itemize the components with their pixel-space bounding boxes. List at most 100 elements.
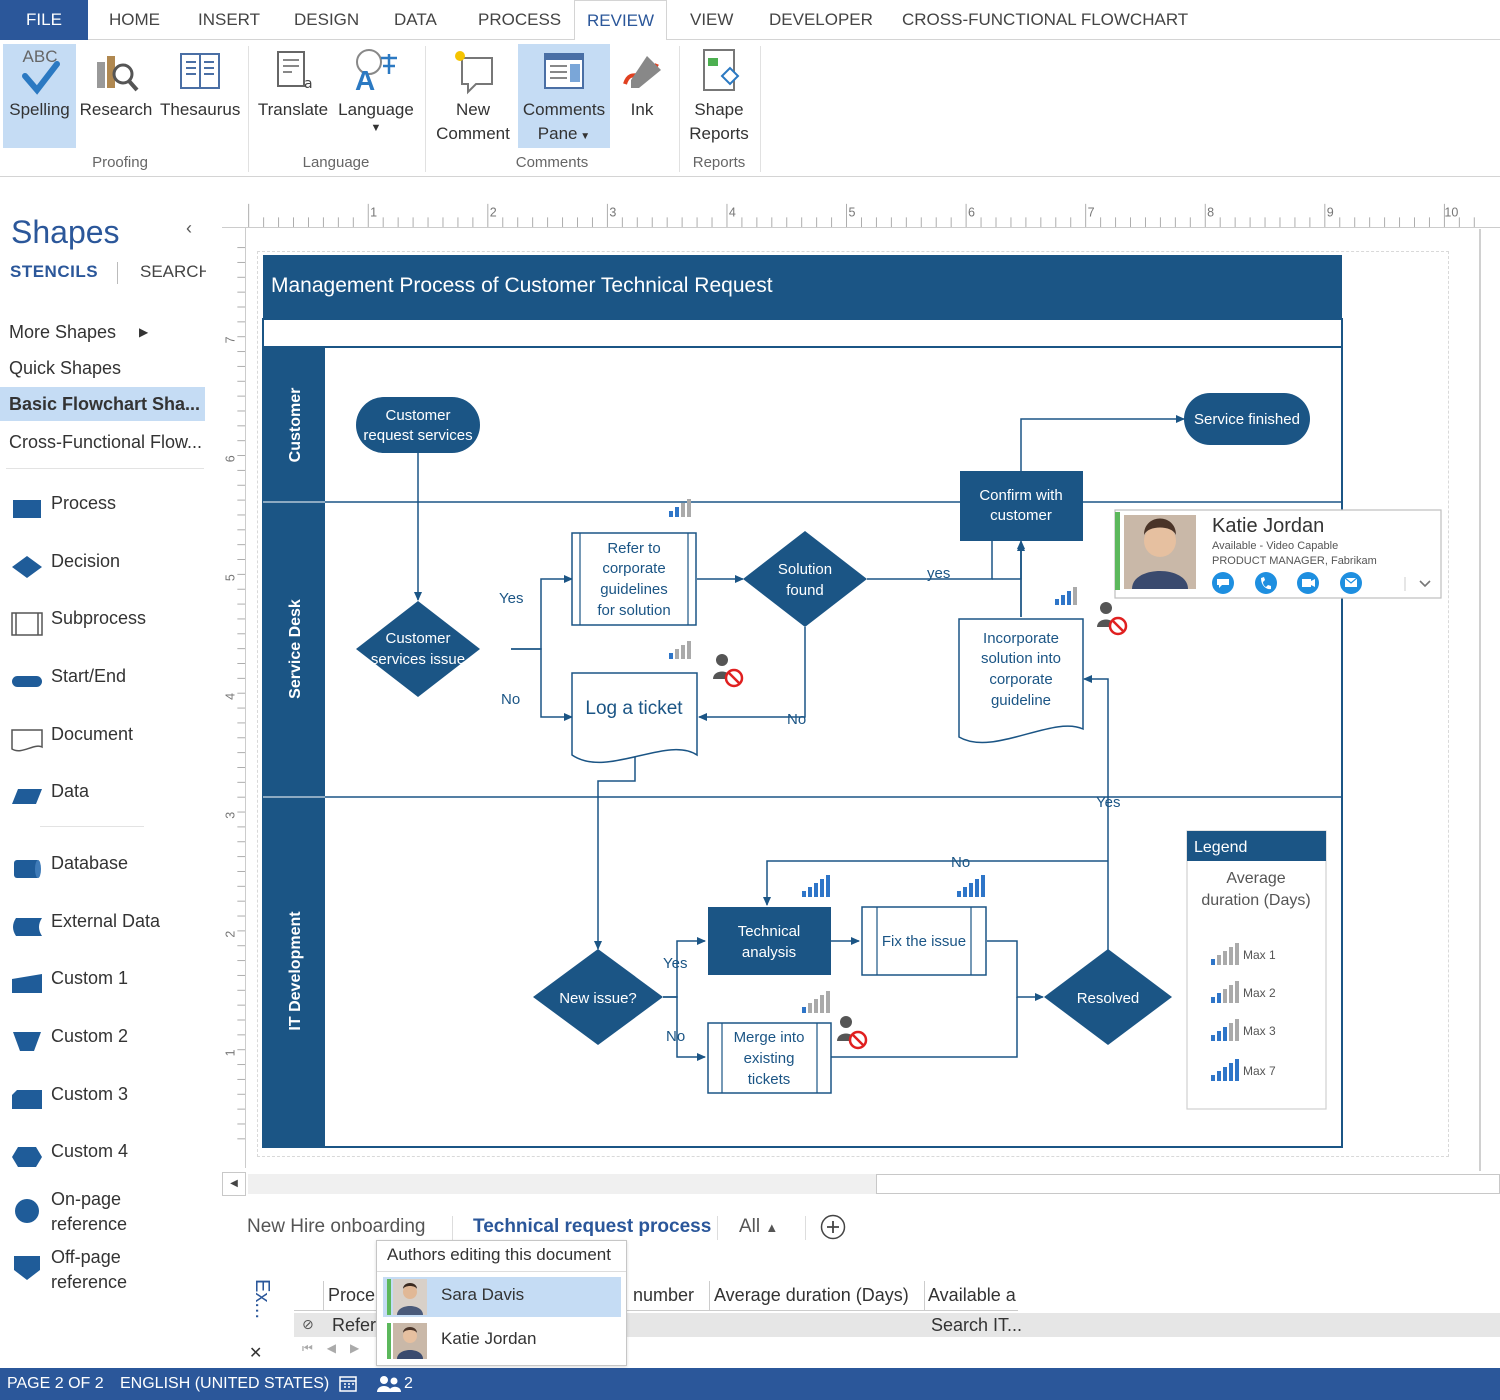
shape-start-end[interactable]: Start/End: [10, 663, 210, 703]
record-navigation-icons[interactable]: ⏮◀▶: [302, 1341, 374, 1355]
video-icon[interactable]: [1297, 572, 1319, 594]
svg-text:Fix the issue: Fix the issue: [882, 933, 966, 950]
co-authors-icon[interactable]: [376, 1374, 402, 1394]
co-authors-count[interactable]: 2: [404, 1375, 413, 1392]
node-fix-the-issue[interactable]: Fix the issue: [861, 906, 987, 976]
spelling-button[interactable]: ABC Spelling: [3, 44, 76, 148]
node-new-issue[interactable]: New issue?: [533, 949, 663, 1045]
call-icon[interactable]: [1255, 572, 1277, 594]
new-comment-button[interactable]: New Comment: [431, 44, 515, 146]
shape-subprocess[interactable]: Subprocess: [10, 605, 210, 645]
swimlane-pool[interactable]: [262, 346, 1343, 1148]
label-no: No: [951, 854, 970, 871]
shape-on-page-reference[interactable]: On-page reference: [10, 1186, 210, 1240]
shape-data[interactable]: Data: [10, 778, 210, 818]
ruler-label: 7: [1088, 205, 1095, 219]
email-icon[interactable]: [1340, 572, 1362, 594]
close-icon[interactable]: ✕: [249, 1345, 263, 1362]
sheet-tab-new-hire-onboarding[interactable]: New Hire onboarding: [247, 1216, 426, 1237]
ruler-label: 5: [848, 205, 855, 219]
macro-record-icon[interactable]: [338, 1374, 358, 1394]
node-log-a-ticket[interactable]: Log a ticket: [571, 672, 698, 764]
ribbon-tab-bar: FILE HOME INSERT DESIGN DATA PROCESS REV…: [0, 0, 1500, 41]
basic-flowchart-stencil[interactable]: Basic Flowchart Sha...: [0, 387, 205, 421]
add-page-icon[interactable]: [820, 1214, 846, 1240]
shape-document[interactable]: Document: [10, 721, 210, 761]
shape-custom-1[interactable]: Custom 1: [10, 965, 210, 1005]
scroll-thumb[interactable]: [876, 1174, 1500, 1194]
node-customer-request-services[interactable]: Customer request services: [356, 397, 480, 453]
column-header[interactable]: Average duration (Days): [714, 1285, 909, 1305]
author-katie-jordan[interactable]: Katie Jordan: [383, 1321, 621, 1361]
legend-title: Legend: [1194, 839, 1247, 856]
drawing-canvas[interactable]: Management Process of Customer Technical…: [247, 229, 1479, 1169]
tab-process[interactable]: PROCESS: [478, 10, 562, 29]
node-merge-tickets[interactable]: Merge into existing tickets: [707, 1022, 832, 1094]
shape-decision[interactable]: Decision: [10, 548, 210, 588]
tab-view[interactable]: VIEW: [690, 10, 734, 29]
im-icon[interactable]: [1212, 572, 1234, 594]
shape-reports-button[interactable]: Shape Reports: [684, 44, 754, 146]
column-header[interactable]: Available a: [928, 1285, 1016, 1305]
node-technical-analysis[interactable]: Technical analysis: [708, 907, 831, 975]
translate-icon: a: [277, 51, 313, 92]
language-indicator[interactable]: ENGLISH (UNITED STATES): [120, 1375, 330, 1392]
author-sara-davis[interactable]: Sara Davis: [383, 1277, 621, 1317]
quick-shapes-item[interactable]: Quick Shapes: [9, 358, 122, 378]
node-refer-to-guidelines[interactable]: Refer to corporate guidelines for soluti…: [571, 532, 697, 626]
shape-custom-2[interactable]: Custom 2: [10, 1023, 210, 1063]
shape-custom-4[interactable]: Custom 4: [10, 1138, 210, 1178]
page-indicator[interactable]: PAGE 2 OF 2: [7, 1375, 104, 1392]
scroll-track[interactable]: [248, 1174, 876, 1194]
svg-text:guidelines: guidelines: [600, 581, 668, 598]
shape-off-page-reference[interactable]: Off-page reference: [10, 1244, 210, 1298]
tab-cross-functional-flowchart[interactable]: CROSS-FUNCTIONAL FLOWCHART: [902, 10, 1189, 29]
node-confirm-with-customer[interactable]: Confirm with customer: [960, 471, 1083, 541]
language-button[interactable]: A Language ▼: [334, 44, 418, 134]
avatar: [387, 1279, 427, 1315]
svg-text:guideline: guideline: [991, 692, 1051, 709]
thesaurus-button[interactable]: Thesaurus: [160, 44, 240, 122]
chevron-down-icon[interactable]: [1419, 580, 1431, 588]
tab-data[interactable]: DATA: [394, 10, 437, 29]
tab-search[interactable]: SEARCH: [140, 262, 206, 281]
sheet-tab-technical-request-process[interactable]: Technical request process: [473, 1216, 712, 1237]
shape-custom-3[interactable]: Custom 3: [10, 1081, 210, 1121]
comments-pane-button[interactable]: Comments Pane ▼: [518, 44, 610, 148]
shape-database[interactable]: Database: [10, 850, 210, 890]
translate-button[interactable]: a Translate: [254, 44, 332, 122]
shape-process[interactable]: Process: [10, 490, 210, 530]
vertical-scrollbar[interactable]: [1479, 229, 1481, 1171]
tab-developer[interactable]: DEVELOPER: [769, 10, 873, 29]
shape-external-data[interactable]: External Data: [10, 908, 210, 948]
legend[interactable]: Legend Average duration (Days) Max 1 Max…: [1186, 830, 1327, 1110]
tab-stencils[interactable]: STENCILS: [10, 262, 99, 281]
svg-text:A: A: [355, 65, 375, 96]
node-customer-services-issue[interactable]: Customer services issue: [356, 601, 480, 697]
more-shapes-item[interactable]: More Shapes▶: [0, 315, 205, 349]
horizontal-scrollbar[interactable]: ◀: [222, 1172, 1500, 1198]
sheet-tab-all[interactable]: All ▲: [739, 1216, 779, 1237]
avatar: [1124, 515, 1196, 589]
tab-review[interactable]: REVIEW: [574, 0, 668, 41]
scroll-left-icon[interactable]: ◀: [222, 1172, 246, 1196]
node-resolved[interactable]: Resolved: [1044, 949, 1172, 1045]
person-unavailable-icon: [713, 654, 744, 688]
collapse-pane-icon[interactable]: ‹: [186, 218, 192, 238]
spelling-check-icon: ABC: [21, 47, 60, 95]
node-service-finished[interactable]: Service finished: [1184, 393, 1310, 445]
column-header[interactable]: Proce: [328, 1285, 376, 1305]
tab-design[interactable]: DESIGN: [294, 10, 360, 29]
diagram-title-bar[interactable]: [263, 255, 1342, 319]
research-button[interactable]: Research: [78, 44, 154, 122]
contact-card[interactable]: Katie Jordan Available - Video Capable P…: [1114, 509, 1442, 599]
pane-separator: [40, 826, 144, 827]
node-solution-found[interactable]: Solution found: [743, 531, 867, 627]
tab-insert[interactable]: INSERT: [198, 10, 261, 29]
cross-functional-stencil[interactable]: Cross-Functional Flow...: [9, 432, 203, 452]
ink-button[interactable]: Ink: [614, 44, 670, 122]
tab-file[interactable]: FILE: [0, 0, 88, 40]
column-header[interactable]: number: [633, 1285, 695, 1305]
node-incorporate-solution[interactable]: Incorporate solution into corporate guid…: [958, 618, 1084, 744]
tab-home[interactable]: HOME: [109, 10, 160, 29]
